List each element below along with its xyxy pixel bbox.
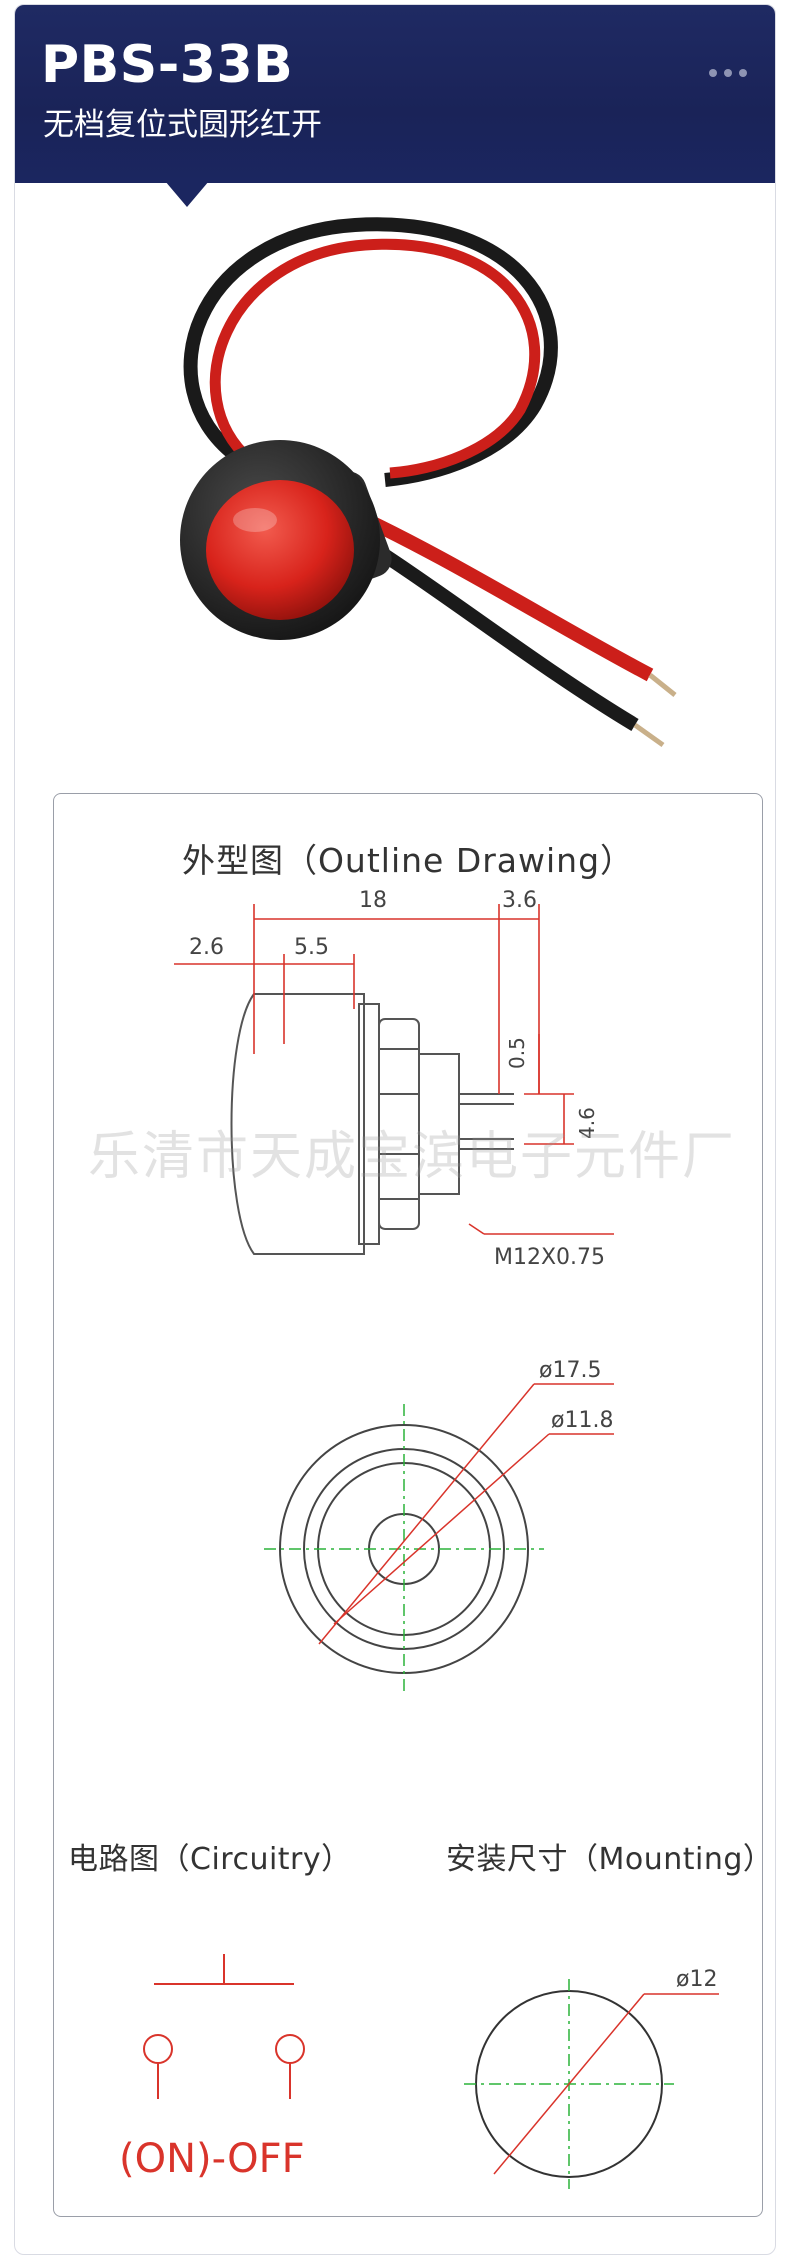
circuitry-title: 电路图（Circuitry） — [68, 1842, 352, 1877]
dim-3-6: 3.6 — [502, 888, 537, 913]
dia-11-8: ø11.8 — [551, 1408, 613, 1433]
dim-18: 18 — [359, 888, 387, 913]
outline-drawing-title: 外型图（Outline Drawing） — [181, 841, 635, 880]
dim-2-6: 2.6 — [189, 935, 224, 960]
header-banner: PBS-33B 无档复位式圆形红开 — [15, 5, 775, 207]
thread-spec: M12X0.75 — [494, 1245, 605, 1270]
product-photo — [180, 217, 677, 748]
watermark-text: 乐清市天成宝滨电子元件厂 — [87, 1127, 736, 1187]
product-title: PBS-33B — [41, 35, 294, 95]
dia-17-5: ø17.5 — [539, 1358, 601, 1383]
mount-dia: ø12 — [676, 1967, 717, 1992]
dim-4-6: 4.6 — [575, 1107, 599, 1139]
dim-5-5: 5.5 — [294, 935, 329, 960]
circuit-label: (ON)-OFF — [119, 2136, 305, 2182]
mounting-title: 安装尺寸（Mounting） — [446, 1842, 774, 1877]
product-card: PBS-33B 无档复位式圆形红开 — [14, 4, 776, 2255]
dim-0-5: 0.5 — [505, 1037, 529, 1069]
drawing-panel: 外型图（Outline Drawing） — [53, 793, 773, 2217]
outline-drawing: 18 3.6 2.6 5.5 0.5 4.6 M12X0.75 — [119, 888, 719, 2189]
header-notch — [165, 181, 209, 207]
product-subtitle: 无档复位式圆形红开 — [43, 107, 322, 143]
more-icon[interactable] — [709, 69, 747, 77]
